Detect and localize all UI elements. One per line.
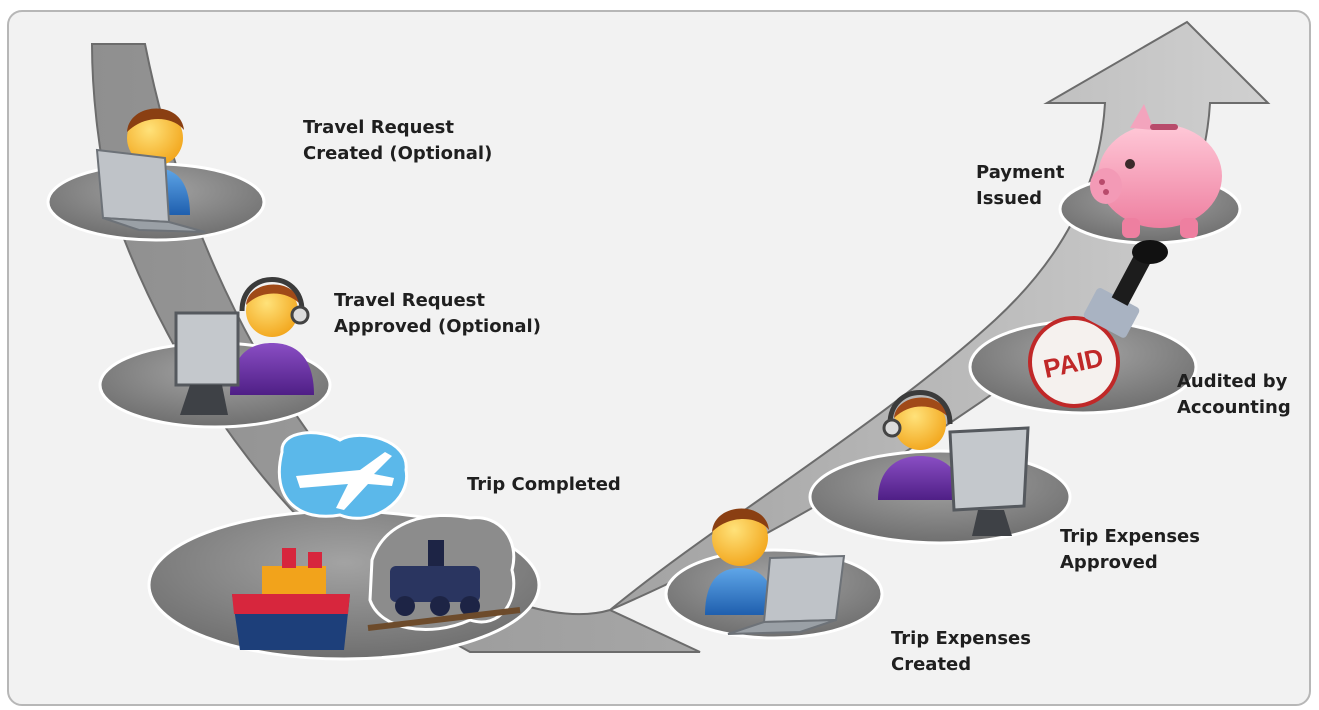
step-label-trip-completed: Trip Completed (467, 474, 621, 495)
user-laptop-icon (95, 108, 206, 233)
approver-headset-monitor-icon (174, 277, 314, 415)
piggy-bank-icon (1090, 104, 1222, 238)
approver-headset-monitor-icon (878, 390, 1030, 536)
user-laptop-icon (705, 508, 846, 635)
paid-stamp-icon: PAID (1028, 240, 1168, 408)
travel-modes-icon (232, 431, 521, 650)
